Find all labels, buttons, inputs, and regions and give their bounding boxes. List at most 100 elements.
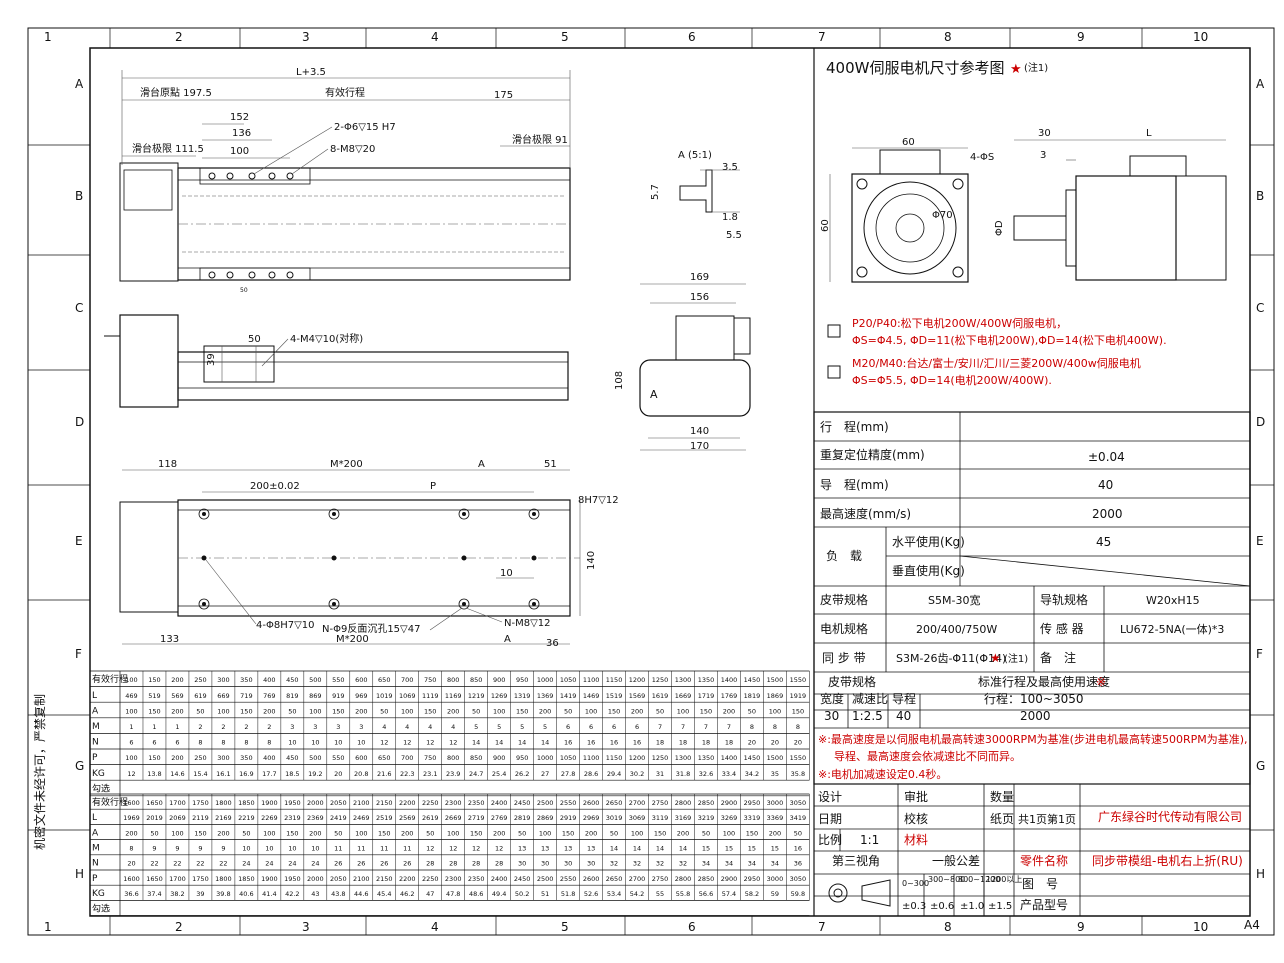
table2-check-cell[interactable] (374, 901, 395, 914)
table2-check-cell[interactable] (741, 901, 762, 914)
table1-cell: 769 (263, 692, 275, 700)
table1-check-cell[interactable] (213, 781, 234, 795)
table2-check-cell[interactable] (420, 901, 441, 914)
table1-cell: 1269 (491, 692, 508, 700)
table1-cell: 14 (472, 739, 480, 747)
table2-row-label: KG (92, 889, 105, 899)
table1-cell: 28.6 (584, 770, 598, 778)
table1-cell: 150 (240, 707, 252, 715)
table2-cell: 1850 (238, 875, 255, 883)
table2-check-cell[interactable] (121, 901, 142, 914)
table1-cell: 6 (589, 723, 593, 731)
table2-check-cell[interactable] (443, 901, 464, 914)
table1-check-cell[interactable] (627, 781, 648, 795)
table1-check-cell[interactable] (466, 781, 487, 795)
table1-check-cell[interactable] (650, 781, 671, 795)
table2-check-cell[interactable] (696, 901, 717, 914)
table1-check-cell[interactable] (328, 781, 349, 795)
table2-cell: 2900 (721, 875, 738, 883)
table2-check-cell[interactable] (627, 901, 648, 914)
table1-check-cell[interactable] (236, 781, 257, 795)
table1-check-cell[interactable] (741, 781, 762, 795)
table2-cell: 11 (403, 845, 411, 853)
table1-check-cell[interactable] (259, 781, 280, 795)
table1-check-cell[interactable] (397, 781, 418, 795)
table2-check-cell[interactable] (581, 901, 602, 914)
table1-check-cell[interactable] (604, 781, 625, 795)
table2-check-cell[interactable] (305, 901, 326, 914)
table1-check-cell[interactable] (282, 781, 303, 795)
table2-cell: 100 (355, 829, 367, 837)
table2-check-cell[interactable] (397, 901, 418, 914)
table1-cell: 1169 (445, 692, 462, 700)
table2-check-cell[interactable] (650, 901, 671, 914)
table1-check-cell[interactable] (718, 781, 739, 795)
table2-cell: 34 (702, 860, 710, 868)
table1-check-cell[interactable] (673, 781, 694, 795)
table1-cell: 1200 (629, 754, 646, 762)
motor-L: L (1146, 128, 1152, 139)
table2-check-cell[interactable] (190, 901, 211, 914)
table1-check-cell[interactable] (764, 781, 785, 795)
motor-holes: 4-ΦS (970, 152, 994, 163)
table2-cell: 2400 (491, 875, 508, 883)
table1-check-cell[interactable] (581, 781, 602, 795)
table1-check-cell[interactable] (144, 781, 165, 795)
table2-check-cell[interactable] (558, 901, 579, 914)
table2-check-cell[interactable] (604, 901, 625, 914)
table1-check-cell[interactable] (535, 781, 556, 795)
table1-check-cell[interactable] (351, 781, 372, 795)
detail-a-5.5: 5.5 (726, 230, 742, 241)
table1-check-cell[interactable] (558, 781, 579, 795)
table2-check-cell[interactable] (259, 901, 280, 914)
table2-cell: 200 (677, 829, 689, 837)
table1-cell: 800 (447, 676, 459, 684)
table1-cell: 1719 (698, 692, 715, 700)
table1-cell: 1069 (399, 692, 416, 700)
option2-checkbox[interactable] (827, 365, 841, 379)
dim-100: 100 (230, 146, 249, 157)
table1-check-cell[interactable] (121, 781, 142, 795)
table1-check-cell[interactable] (420, 781, 441, 795)
table1-check-cell[interactable] (443, 781, 464, 795)
table2-cell: 26 (380, 860, 388, 868)
table2-check-cell[interactable] (351, 901, 372, 914)
dim-108: 108 (614, 371, 625, 390)
table1-check-cell[interactable] (190, 781, 211, 795)
table1-cell: 1450 (744, 676, 761, 684)
table1-check-cell[interactable] (512, 781, 533, 795)
table2-cell: 45.4 (377, 890, 391, 898)
table1-cell: 1300 (675, 754, 692, 762)
table2-row-label: N (92, 859, 99, 869)
table2-check-cell[interactable] (236, 901, 257, 914)
table2-check-cell[interactable] (787, 901, 808, 914)
option1-checkbox[interactable] (827, 324, 841, 338)
table2-check-cell[interactable] (673, 901, 694, 914)
table2-check-cell[interactable] (466, 901, 487, 914)
table2-check-cell[interactable] (535, 901, 556, 914)
table2-check-cell[interactable] (144, 901, 165, 914)
table1-check-cell[interactable] (305, 781, 326, 795)
table1-cell: 1500 (767, 676, 784, 684)
table1-check-cell[interactable] (374, 781, 395, 795)
hole-callout-1: 2-Φ6▽15 H7 (334, 122, 396, 133)
table2-check-cell[interactable] (328, 901, 349, 914)
table2-check-cell[interactable] (282, 901, 303, 914)
spec-load-h-val: 45 (1096, 535, 1111, 549)
table1-cell: 100 (769, 707, 781, 715)
dim-10: 10 (500, 568, 513, 579)
table2-check-cell[interactable] (718, 901, 739, 914)
table1-check-cell[interactable] (787, 781, 808, 795)
table2-check-cell[interactable] (167, 901, 188, 914)
table2-check-cell[interactable] (764, 901, 785, 914)
projection-cone (861, 879, 891, 907)
table1-cell: 100 (125, 676, 137, 684)
table1-check-cell[interactable] (696, 781, 717, 795)
table1-cell: 31 (656, 770, 664, 778)
ruler-col-top: 10 (1193, 30, 1208, 44)
table2-check-cell[interactable] (213, 901, 234, 914)
table2-check-cell[interactable] (489, 901, 510, 914)
table1-check-cell[interactable] (489, 781, 510, 795)
table1-check-cell[interactable] (167, 781, 188, 795)
table2-check-cell[interactable] (512, 901, 533, 914)
